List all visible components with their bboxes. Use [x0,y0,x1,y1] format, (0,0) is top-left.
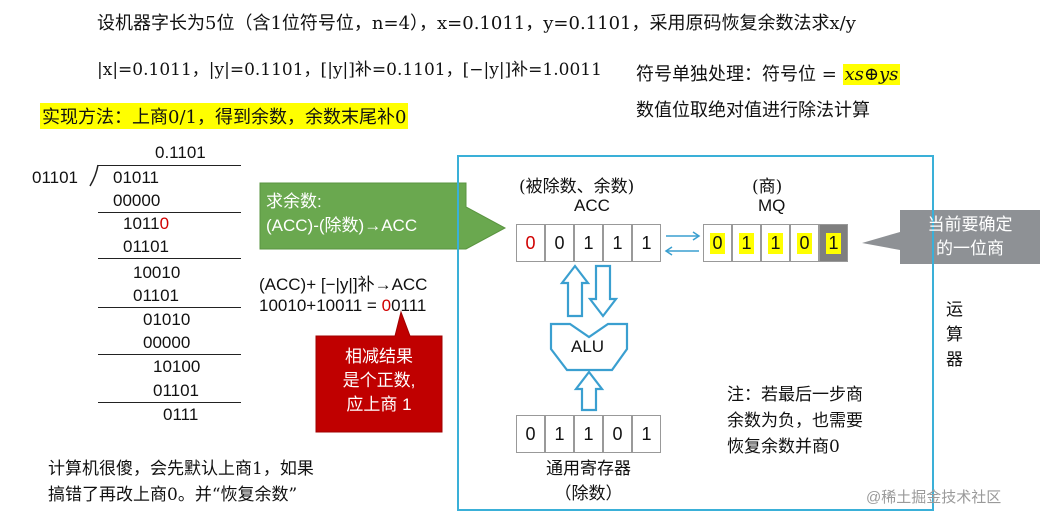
mq-bit: 1 [732,224,761,262]
callout-line: 应上商 1 [346,395,412,414]
reg-bit: 1 [574,415,603,453]
mq-bit-value: 0 [710,232,725,254]
callout-line: (ACC)-(除数)→ACC [266,216,418,235]
reg-bit: 1 [632,415,661,453]
callout-line: 是个正数, [342,371,416,390]
callout-line: 当前要确定 [927,215,1013,234]
dividend-row: 01011 [113,168,160,187]
long-division: 0.1101 01101 01011 00000 10110 01101 100… [0,0,260,430]
callout-line: 的一位商 [936,239,1004,258]
gray-callout: 当前要确定 的一位商 [900,213,1040,261]
final-step-note: 注：若最后一步商 余数为负，也需要 恢复余数并商0 [727,382,863,460]
remainder-row: 01010 [143,310,191,329]
note-line: 余数为负，也需要 [727,411,863,431]
division-line [98,212,241,213]
division-line [98,258,241,259]
note-line: 计算机很傻，会先默认上商1，如果 [48,459,314,479]
callout-line: 相减结果 [345,347,413,366]
red-callout-shape [315,310,443,433]
mq-bit-value: 0 [797,232,812,254]
mq-bit-value: 1 [768,232,783,254]
operand-values: |x|=0.1011，|y|=0.1101，[|y|]补=0.1101，[−|y… [97,60,602,80]
gray-callout-shape [862,210,1040,264]
remainder-digits: 1011 [123,214,160,233]
acc-bit: 0 [545,224,574,262]
callout-line: 求余数: [266,192,322,211]
mq-title: (商) [752,177,783,197]
subtract-row: 00000 [143,333,191,352]
watermark: @稀土掘金技术社区 [866,489,1002,506]
arithmetic-unit-frame [457,155,934,511]
mq-bit: 1 [761,224,790,262]
acc-mq-arrows [664,231,701,256]
unit-label-char: 运 [946,300,963,320]
mq-bit: 0 [790,224,819,262]
mq-register: 0 1 1 0 1 [703,224,848,262]
mq-bit-value: 1 [739,232,754,254]
acc-name: ACC [574,196,610,215]
final-remainder: 0111 [163,405,199,424]
subtract-row: 01101 [153,381,200,400]
division-line [98,402,241,403]
sign-rule-prefix: 符号单独处理：符号位 = [636,64,843,85]
mq-bit-current: 1 [819,224,848,262]
green-callout-shape [259,182,507,250]
divisor-text: 01101 [32,168,79,187]
register-role: （除数） [554,484,623,504]
mq-bit-value: 1 [826,232,841,254]
mq-bit: 0 [703,224,732,262]
reg-to-alu-arrow [573,370,605,412]
subtract-row: 01101 [123,237,170,256]
sign-formula: xs⊕ys [842,64,901,85]
division-bracket [89,164,99,187]
subtract-row: 00000 [113,191,161,210]
appended-zero: 0 [159,214,170,233]
reg-bit: 1 [545,415,574,453]
acc-bit: 1 [574,224,603,262]
sum-sign-digit: 0 [381,296,392,315]
reg-bit: 0 [603,415,632,453]
sum-formula: 10010+10011 = 00111 [259,296,426,316]
alu-label: ALU [571,337,605,356]
note-line: 恢复余数并商0 [727,437,840,457]
division-bar [98,165,241,166]
register-name: 通用寄存器 [546,459,631,479]
remainder-row: 10010 [133,263,181,282]
reg-bit: 0 [516,415,545,453]
unit-label-char: 器 [946,350,963,370]
alu-to-acc-arrow [559,264,591,318]
green-callout: 求余数: (ACC)-(除数)→ACC [266,190,417,238]
general-register: 0 1 1 0 1 [516,415,661,453]
remainder-row: 10110 [123,214,169,234]
complement-formula: (ACC)+ [−|y|]补→ACC [259,275,428,294]
division-line [98,307,241,308]
sign-rule: 符号单独处理：符号位 = xs⊕ys [636,60,901,86]
red-callout: 相减结果 是个正数, 应上商 1 [316,345,442,417]
acc-bit: 0 [516,224,545,262]
acc-bit: 1 [603,224,632,262]
acc-register: 0 0 1 1 1 [516,224,661,262]
problem-statement: 设机器字长为5位（含1位符号位，n=4），x=0.1011，y=0.1101，采… [97,13,856,34]
subtract-row: 01101 [133,286,180,305]
division-line [98,354,241,355]
mq-name: MQ [758,196,786,215]
remainder-row: 10100 [153,357,201,376]
acc-to-alu-arrow [587,264,619,318]
sum-suffix: 0111 [391,296,427,315]
unit-label-char: 算 [946,325,963,345]
method-banner: 实现方法：上商0/1，得到余数，余数末尾补0 [40,103,409,129]
unit-label: 运 算 器 [946,298,963,373]
alu-shape [549,322,629,372]
magnitude-rule: 数值位取绝对值进行除法计算 [636,100,870,121]
note-line: 注：若最后一步商 [727,385,863,405]
acc-bit: 1 [632,224,661,262]
quotient-text: 0.1101 [155,143,206,162]
general-register-label: 通用寄存器 （除数） [516,457,661,507]
acc-title: (被除数、余数) [519,177,635,197]
sum-prefix: 10010+10011 = [259,296,382,315]
bottom-note: 计算机很傻，会先默认上商1，如果 搞错了再改上商0。并“恢复余数” [48,456,314,508]
note-line: 搞错了再改上商0。并“恢复余数” [48,485,298,505]
